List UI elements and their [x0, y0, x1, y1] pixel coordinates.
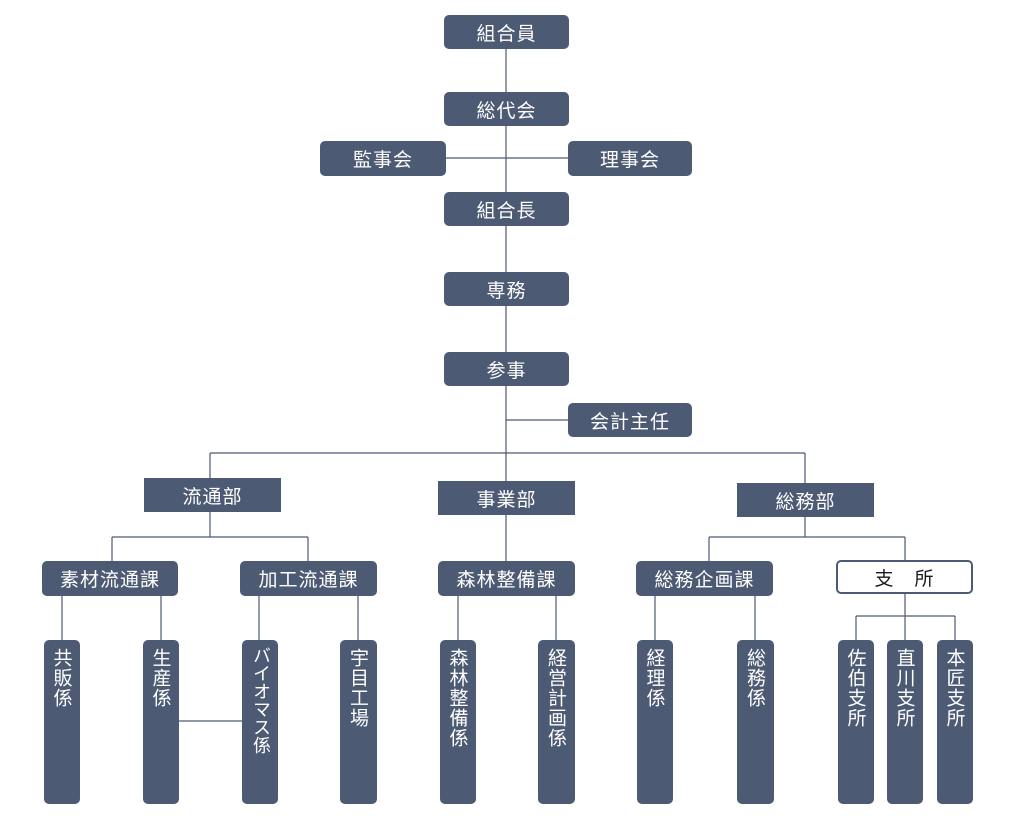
- honjo-branch-box: 本匠支所: [937, 640, 973, 804]
- branches-box: 支 所: [836, 560, 973, 594]
- biomass-unit-box: バイオマス係: [242, 640, 278, 804]
- production-unit-box: 生産係: [143, 640, 179, 804]
- board-box: 理事会: [568, 141, 692, 176]
- president-box: 組合長: [444, 192, 569, 226]
- managing-director-box: 専務: [444, 272, 569, 306]
- distribution-dept-box: 流通部: [144, 478, 281, 512]
- accounting-unit-box: 経理係: [637, 640, 673, 804]
- general-affairs-dept-box: 総務部: [737, 483, 874, 517]
- general-affairs-unit-box: 総務係: [737, 640, 774, 804]
- accounting-chief-box: 会計主任: [568, 403, 692, 437]
- naokawa-branch-box: 直川支所: [887, 640, 923, 804]
- umeme-factory-unit-box: 宇目工場: [340, 640, 377, 804]
- forest-maintenance-section-box: 森林整備課: [438, 561, 575, 596]
- planning-section-box: 総務企画課: [636, 561, 773, 596]
- counselor-box: 参事: [444, 352, 569, 386]
- business-dept-box: 事業部: [438, 481, 575, 515]
- members-box: 組合員: [444, 15, 569, 49]
- management-planning-unit-box: 経営計画係: [538, 640, 575, 804]
- processing-section-box: 加工流通課: [240, 561, 377, 596]
- forest-maintenance-unit-box: 森林整備係: [440, 640, 476, 804]
- raw-material-section-box: 素材流通課: [42, 561, 178, 596]
- auditors-box: 監事会: [320, 141, 446, 176]
- saiki-branch-box: 佐伯支所: [838, 640, 874, 804]
- joint-sales-unit-box: 共販係: [44, 640, 80, 804]
- general-assembly-box: 総代会: [444, 92, 569, 126]
